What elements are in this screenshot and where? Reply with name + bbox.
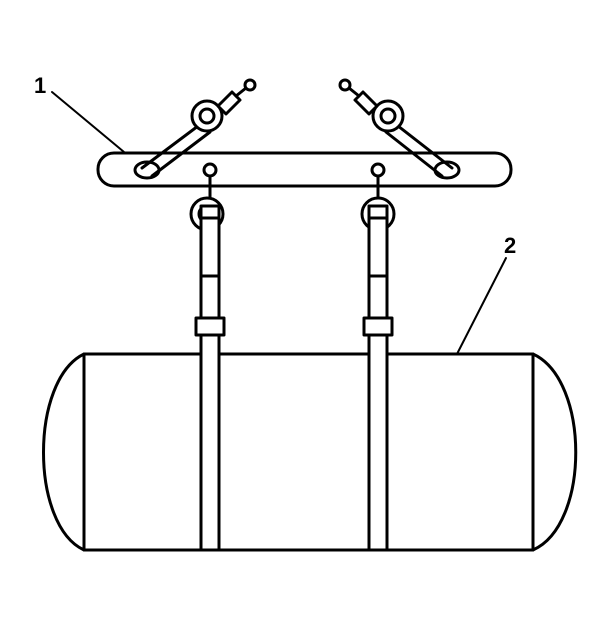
left-eye-inner: [198, 107, 216, 125]
left-pin-head: [202, 162, 218, 178]
callout-2-leader: [456, 257, 507, 355]
right-strap-clip: [367, 204, 389, 220]
left-strap-lower: [199, 333, 221, 552]
right-lift-hook: [338, 78, 461, 180]
right-eye-inner: [379, 107, 397, 125]
tank-body: [82, 352, 535, 552]
tank-right-end-cap: [531, 352, 578, 552]
left-strap-buckle: [194, 316, 226, 337]
callout-2: 2: [456, 233, 516, 355]
left-lift-link-a: [140, 124, 200, 170]
right-strap-lower: [367, 333, 389, 552]
right-lift-link-b: [384, 130, 444, 178]
right-strap-assembly: [360, 162, 396, 552]
tank-left-end-cap: [42, 352, 86, 552]
right-strap-upper: [367, 216, 389, 320]
callout-1: 1: [34, 73, 125, 153]
lifting-bar: [96, 78, 513, 188]
left-strap-clip: [199, 204, 221, 220]
left-lift-link-b: [150, 130, 212, 178]
callout-1-number: 1: [34, 73, 46, 98]
left-turnbuckle-rod: [234, 86, 248, 98]
left-eye-outer: [190, 99, 224, 133]
fuel-tank: [42, 352, 578, 552]
callout-2-number: 2: [504, 233, 516, 258]
right-eye-outer: [371, 99, 405, 133]
left-turnbuckle: [216, 90, 242, 116]
right-turnbuckle-rod: [347, 86, 361, 98]
right-strap-buckle: [362, 316, 394, 337]
left-turnbuckle-end: [243, 78, 257, 92]
lifting-bar-body: [96, 151, 513, 188]
left-strap-assembly: [189, 162, 226, 552]
right-turnbuckle: [353, 90, 379, 116]
right-lift-link-a: [396, 124, 454, 170]
left-lift-hook: [133, 78, 257, 180]
callout-1-leader: [51, 91, 125, 153]
right-turnbuckle-end: [338, 78, 352, 92]
right-pin-head: [370, 162, 386, 178]
left-strap-upper: [199, 216, 221, 320]
